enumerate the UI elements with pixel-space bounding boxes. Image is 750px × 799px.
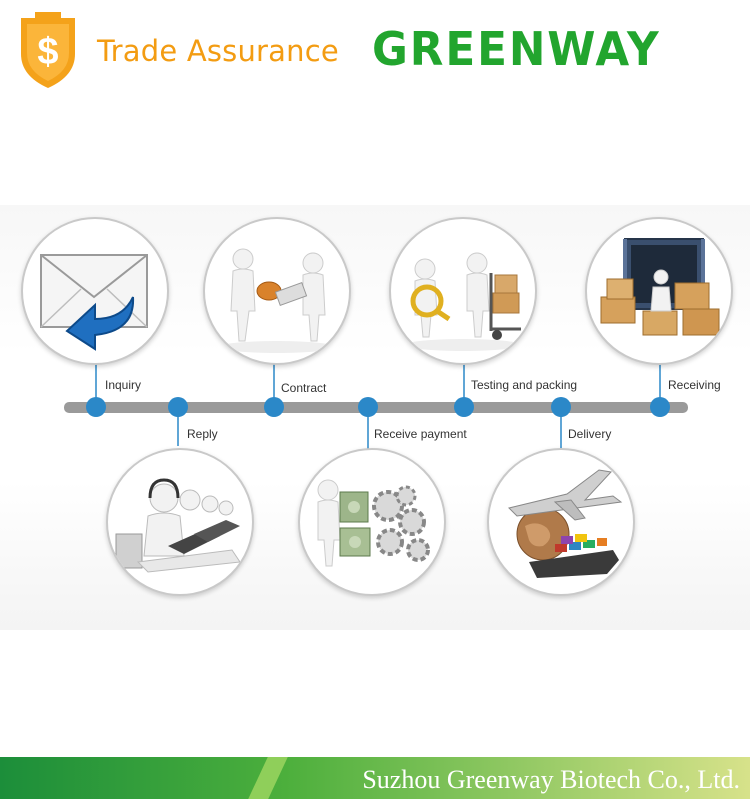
- handshake-contract-icon: [203, 217, 351, 365]
- brand-logo-text: GREENWAY: [372, 22, 661, 76]
- trade-assurance-shield-icon: $: [15, 10, 81, 90]
- node-reply: [168, 397, 188, 417]
- step-label-testing-packing: Testing and packing: [471, 378, 578, 392]
- customer-service-icon: [106, 448, 254, 596]
- footer-banner: Suzhou Greenway Biotech Co., Ltd.: [0, 757, 750, 799]
- shield-dollar-symbol: $: [37, 31, 58, 73]
- step-label-reply: Reply: [187, 427, 218, 441]
- step-label-inquiry: Inquiry: [105, 378, 142, 392]
- node-receiving: [650, 397, 670, 417]
- envelope-reply-icon: [21, 217, 169, 365]
- node-testing: [454, 397, 474, 417]
- node-inquiry: [86, 397, 106, 417]
- step-label-receiving: Receiving: [668, 378, 721, 392]
- company-name: Suzhou Greenway Biotech Co., Ltd.: [362, 765, 740, 794]
- node-receive-payment: [358, 397, 378, 417]
- step-label-receive-payment: Receive payment: [374, 427, 467, 441]
- step-label-delivery: Delivery: [568, 427, 612, 441]
- container-boxes-icon: [585, 217, 733, 365]
- step-label-contract: Contract: [281, 381, 327, 395]
- node-contract: [264, 397, 284, 417]
- trade-assurance-label: Trade Assurance: [97, 34, 339, 68]
- header: $ Trade Assurance GREENWAY: [0, 0, 750, 100]
- money-gears-icon: [298, 448, 446, 596]
- inspection-cart-icon: [389, 217, 537, 365]
- footer-accent-stripe: [248, 757, 288, 799]
- node-delivery: [551, 397, 571, 417]
- plane-globe-ship-icon: [487, 448, 635, 596]
